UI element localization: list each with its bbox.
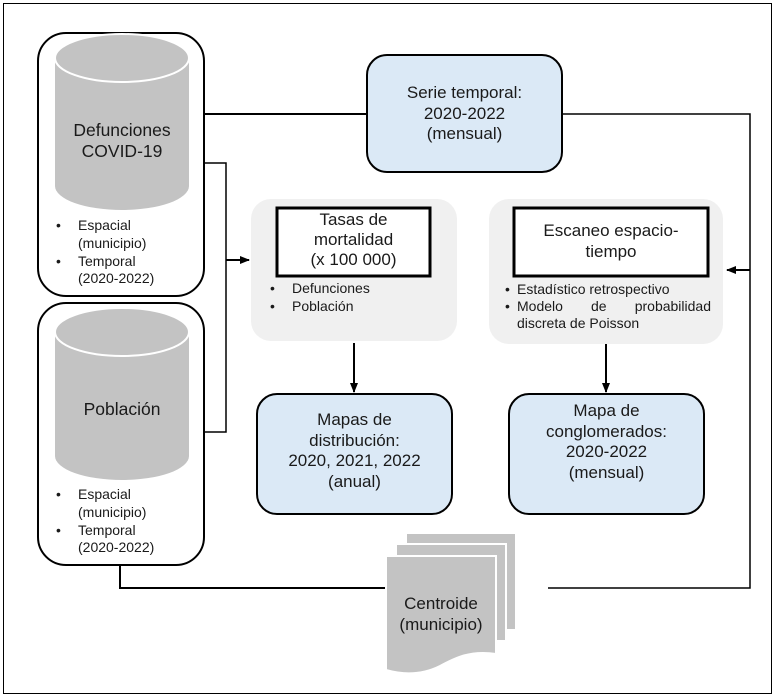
mortality-title-line1: Tasas de — [319, 210, 388, 229]
bullet-text: Población — [292, 297, 354, 314]
population-bullet-spatial: • Espacial(municipio) — [52, 486, 202, 522]
bullet-text: Espacial(municipio) — [78, 217, 147, 251]
distribution-maps-label: Mapas de distribución: 2020, 2021, 2022 … — [257, 410, 452, 493]
distribution-maps-line1: Mapas de — [317, 410, 392, 429]
bullet-dot: • — [505, 281, 510, 297]
deaths-bullet-temporal: • Temporal(2020-2022) — [52, 253, 202, 289]
population-source-bullets: • Espacial(municipio) • Temporal(2020-20… — [52, 486, 202, 557]
bullet-dot: • — [270, 280, 275, 296]
bullet-dot: • — [56, 521, 61, 538]
cluster-map-label: Mapa de conglomerados: 2020-2022 (mensua… — [509, 401, 704, 484]
bullet-dot: • — [56, 217, 61, 233]
scan-title-line1: Escaneo espacio- — [543, 221, 679, 240]
connector-timeseries-to-right-rail — [562, 113, 751, 270]
centroid-documents-icon — [385, 532, 517, 675]
bullet-dot: • — [56, 486, 61, 502]
distribution-maps-line3: 2020, 2021, 2022 — [288, 451, 421, 471]
centroid-line1: Centroide — [404, 594, 478, 613]
bullet-text: Espacial(municipio) — [78, 486, 147, 520]
mortality-title-line3: (x 100 000) — [310, 249, 397, 269]
time-series-line2: 2020-2022 — [423, 103, 506, 123]
bullet-text: Temporal(2020-2022) — [78, 252, 155, 287]
connector-population-bottom — [119, 565, 388, 589]
distribution-maps-line4: (anual) — [328, 472, 381, 492]
mortality-bullet-deaths: • Defunciones — [266, 280, 446, 298]
deaths-source-title: Defunciones COVID-19 — [55, 120, 189, 163]
scan-bullet-retrospective: • Estadístico retrospectivo — [501, 281, 715, 298]
distribution-maps-box — [256, 393, 453, 515]
time-series-label: Serie temporal: 2020-2022 (mensual) — [367, 83, 562, 145]
deaths-bullet-spatial: • Espacial(municipio) — [52, 217, 202, 253]
scan-bullets: • Estadístico retrospectivo • Modelo de … — [501, 281, 715, 331]
time-series-line1: Serie temporal: — [406, 83, 523, 102]
deaths-database-icon — [54, 33, 190, 210]
cluster-map-line1: Mapa de — [573, 401, 640, 420]
centroid-line2: (municipio) — [399, 614, 483, 634]
deaths-source-bullets: • Espacial(municipio) • Temporal(2020-20… — [52, 217, 202, 288]
bullet-dot: • — [270, 297, 275, 314]
bullet-dot: • — [56, 252, 61, 269]
connectors — [119, 113, 751, 589]
population-bullet-temporal: • Temporal(2020-2022) — [52, 522, 202, 558]
mortality-bullet-population: • Población — [266, 298, 446, 316]
deaths-title-line2: COVID-19 — [81, 141, 163, 162]
deaths-title-line1: Defunciones — [73, 120, 171, 140]
time-series-box — [366, 54, 563, 173]
scan-title: Escaneo espacio- tiempo — [514, 220, 708, 263]
population-database-icon — [54, 307, 190, 480]
bullet-text: Modelo de probabilidad discreta de Poiss… — [517, 297, 711, 331]
centroid-label: Centroide (municipio) — [386, 594, 496, 635]
scan-title-box — [512, 206, 710, 278]
cluster-map-box — [508, 393, 705, 515]
bullet-text: Defunciones — [292, 280, 370, 296]
cluster-map-line4: (mensual) — [568, 463, 645, 483]
distribution-maps-line2: distribución: — [309, 430, 400, 450]
scan-title-line2: tiempo — [585, 242, 637, 262]
connector-sources-bracket — [203, 162, 227, 433]
bullet-text: Estadístico retrospectivo — [517, 281, 670, 297]
time-series-line3: (mensual) — [426, 124, 503, 144]
cluster-map-line2: conglomerados: — [546, 421, 667, 441]
cluster-map-line3: 2020-2022 — [565, 442, 648, 462]
connector-right-rail-bottom — [548, 270, 751, 589]
diagram-frame — [3, 3, 772, 694]
mortality-bullets: • Defunciones • Población — [266, 280, 446, 316]
population-source-title: Población — [83, 399, 161, 419]
mortality-title-line2: mortalidad — [313, 229, 394, 249]
scan-bullet-poisson: • Modelo de probabilidad discreta de Poi… — [501, 298, 715, 332]
bullet-text: Temporal(2020-2022) — [78, 521, 155, 556]
mortality-title: Tasas de mortalidad (x 100 000) — [277, 210, 430, 270]
bullet-dot: • — [505, 297, 510, 314]
mortality-title-box — [275, 206, 432, 278]
